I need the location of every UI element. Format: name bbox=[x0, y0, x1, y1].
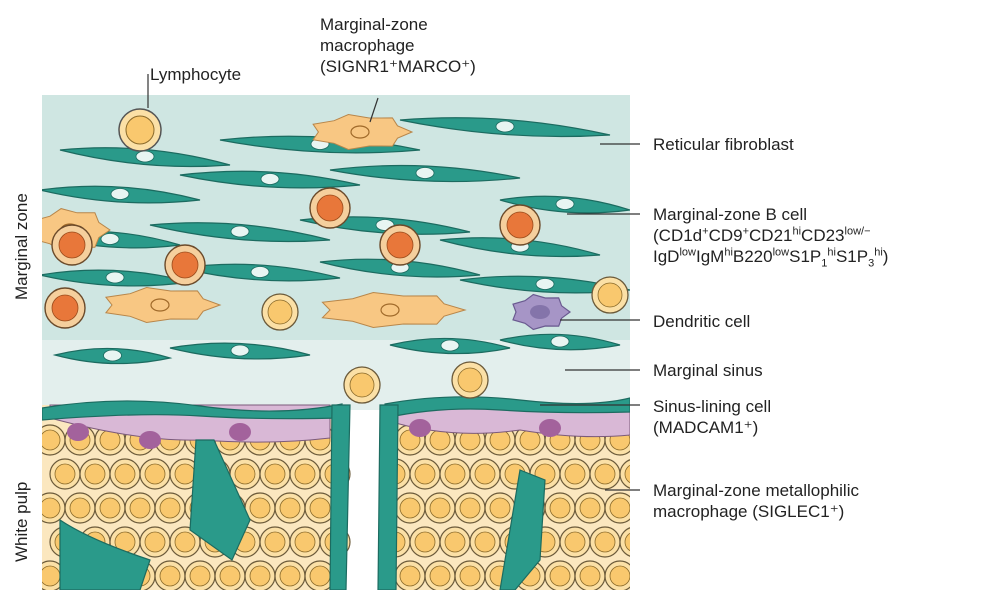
sinus-lining-cell bbox=[330, 405, 350, 590]
white-pulp-lymphocyte bbox=[620, 459, 650, 489]
fibroblast-nucleus bbox=[136, 151, 154, 162]
white-pulp-lymphocyte bbox=[425, 561, 455, 590]
fibroblast-nucleus bbox=[106, 272, 124, 283]
marginal-zone-b-cell bbox=[380, 225, 420, 265]
white-pulp-lymphocyte bbox=[125, 493, 155, 523]
white-pulp-lymphocyte bbox=[260, 527, 290, 557]
metallophilic-macrophage-label: Marginal-zone metallophilic macrophage (… bbox=[653, 480, 859, 522]
white-pulp-lymphocyte bbox=[275, 493, 305, 523]
white-pulp-lymphocyte bbox=[395, 493, 425, 523]
white-pulp-lymphocyte bbox=[140, 459, 170, 489]
sinus-lining-cell bbox=[378, 405, 398, 590]
white-pulp-lymphocyte bbox=[395, 561, 425, 590]
marginal-zone-lymphocyte bbox=[344, 367, 380, 403]
metallophilic-nucleus bbox=[67, 423, 89, 441]
mz-macrophage-label: Marginal-zone macrophage (SIGNR1⁺MARCO⁺) bbox=[320, 14, 476, 77]
white-pulp-lymphocyte bbox=[275, 561, 305, 590]
fibroblast-nucleus bbox=[111, 189, 129, 200]
fibroblast-nucleus bbox=[536, 279, 554, 290]
marginal-sinus-label: Marginal sinus bbox=[653, 360, 763, 381]
white-pulp-lymphocyte bbox=[605, 561, 635, 590]
marginal-zone-lymphocyte bbox=[452, 362, 488, 398]
marginal-zone-b-cell bbox=[310, 188, 350, 228]
white-pulp-lymphocyte bbox=[560, 459, 590, 489]
white-pulp-lymphocyte bbox=[485, 493, 515, 523]
white-pulp-lymphocyte bbox=[290, 459, 320, 489]
white-pulp-lymphocyte bbox=[620, 527, 650, 557]
marginal-zone-region-label: Marginal zone bbox=[12, 193, 32, 300]
white-pulp-lymphocyte bbox=[245, 561, 275, 590]
white-pulp-lymphocyte bbox=[155, 561, 185, 590]
fibroblast-nucleus bbox=[231, 345, 249, 356]
marginal-zone-lymphocyte bbox=[592, 277, 628, 313]
marginal-zone-b-cell bbox=[500, 205, 540, 245]
marginal-zone-b-cell bbox=[165, 245, 205, 285]
fibroblast-nucleus bbox=[251, 267, 269, 278]
white-pulp-lymphocyte bbox=[410, 527, 440, 557]
fibroblast-nucleus bbox=[441, 340, 459, 351]
dendritic-cell-label: Dendritic cell bbox=[653, 311, 750, 332]
lymphocyte-label: Lymphocyte bbox=[150, 64, 241, 85]
white-pulp-lymphocyte bbox=[590, 527, 620, 557]
white-pulp-lymphocyte bbox=[65, 493, 95, 523]
fibroblast-nucleus bbox=[496, 121, 514, 132]
white-pulp-lymphocyte bbox=[440, 459, 470, 489]
white-pulp-lymphocyte bbox=[440, 527, 470, 557]
metallophilic-nucleus bbox=[539, 419, 561, 437]
fibroblast-nucleus bbox=[104, 350, 122, 361]
white-pulp-lymphocyte bbox=[470, 459, 500, 489]
sinus-lining-cell-label: Sinus-lining cell (MADCAM1⁺) bbox=[653, 396, 771, 438]
white-pulp-lymphocyte bbox=[80, 459, 110, 489]
metallophilic-nucleus bbox=[409, 419, 431, 437]
marginal-zone-b-cell bbox=[45, 288, 85, 328]
white-pulp-region-label: White pulp bbox=[12, 482, 32, 562]
white-pulp-lymphocyte bbox=[575, 493, 605, 523]
white-pulp-lymphocyte bbox=[215, 561, 245, 590]
fibroblast-nucleus bbox=[261, 174, 279, 185]
white-pulp-lymphocyte bbox=[185, 561, 215, 590]
fibroblast-nucleus bbox=[551, 336, 569, 347]
fibroblast-nucleus bbox=[231, 226, 249, 237]
white-pulp-lymphocyte bbox=[290, 527, 320, 557]
white-pulp-lymphocyte bbox=[575, 561, 605, 590]
white-pulp-lymphocyte bbox=[35, 425, 65, 455]
metallophilic-nucleus bbox=[139, 431, 161, 449]
white-pulp-lymphocyte bbox=[470, 527, 500, 557]
white-pulp-lymphocyte bbox=[140, 527, 170, 557]
white-pulp-lymphocyte bbox=[50, 459, 80, 489]
white-pulp-lymphocyte bbox=[95, 493, 125, 523]
white-pulp-lymphocyte bbox=[455, 561, 485, 590]
white-pulp-lymphocyte bbox=[260, 459, 290, 489]
marginal-zone-lymphocyte bbox=[262, 294, 298, 330]
fibroblast-nucleus bbox=[101, 234, 119, 245]
reticular-fibroblast-label: Reticular fibroblast bbox=[653, 134, 794, 155]
metallophilic-nucleus bbox=[229, 423, 251, 441]
white-pulp-lymphocyte bbox=[605, 493, 635, 523]
marginal-zone-b-cell bbox=[52, 225, 92, 265]
white-pulp-lymphocyte bbox=[410, 459, 440, 489]
white-pulp-lymphocyte bbox=[425, 493, 455, 523]
white-pulp-lymphocyte bbox=[35, 493, 65, 523]
mz-b-cell-label: Marginal-zone B cell (CD1d+CD9+CD21hiCD2… bbox=[653, 204, 888, 267]
white-pulp-lymphocyte bbox=[560, 527, 590, 557]
fibroblast-nucleus bbox=[416, 168, 434, 179]
white-pulp-lymphocyte bbox=[545, 561, 575, 590]
white-pulp-lymphocyte bbox=[545, 493, 575, 523]
white-pulp-lymphocyte bbox=[590, 459, 620, 489]
white-pulp-lymphocyte bbox=[455, 493, 485, 523]
lymphocyte-top bbox=[119, 109, 161, 151]
fibroblast-nucleus bbox=[556, 199, 574, 210]
white-pulp-lymphocyte bbox=[110, 459, 140, 489]
white-pulp-lymphocyte bbox=[155, 493, 185, 523]
